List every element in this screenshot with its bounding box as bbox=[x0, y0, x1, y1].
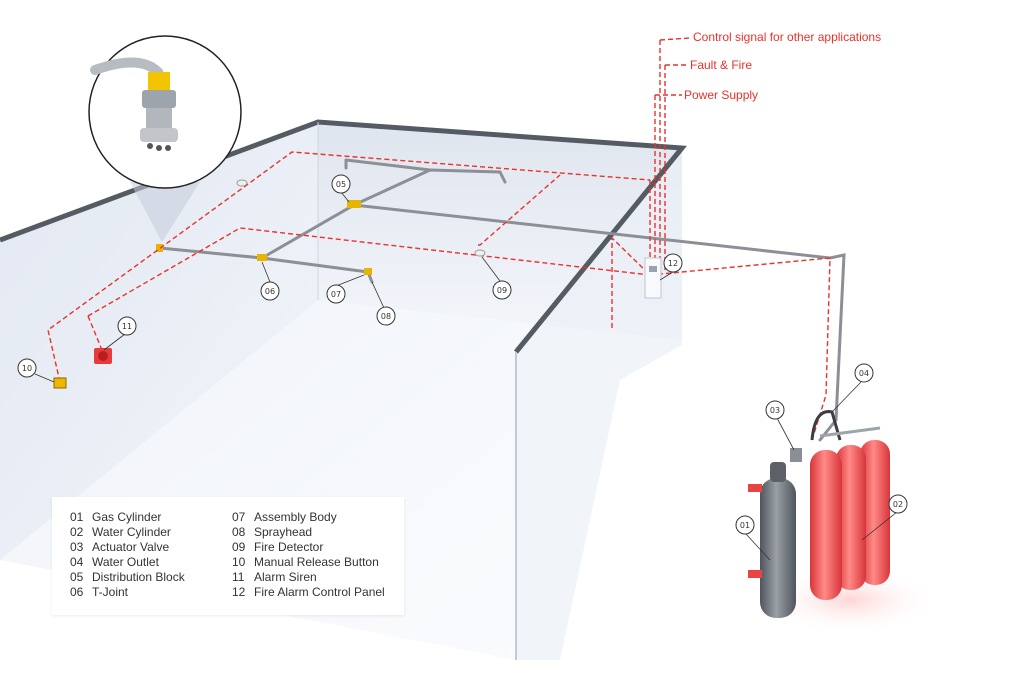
callout-09: 09 bbox=[492, 280, 512, 300]
water-cylinder-1 bbox=[810, 450, 842, 600]
devices bbox=[53, 179, 486, 389]
cylinders bbox=[748, 410, 940, 635]
gas-cylinder bbox=[760, 478, 796, 618]
sprayhead-zoom bbox=[88, 35, 242, 242]
front-wall bbox=[516, 148, 682, 660]
fittings bbox=[156, 200, 372, 275]
callout-leaders bbox=[34, 191, 898, 561]
fire-detector bbox=[474, 249, 486, 257]
svg-text:01: 01 bbox=[740, 521, 750, 530]
pipe-network bbox=[158, 158, 846, 442]
actuator-valve bbox=[790, 448, 802, 462]
svg-text:02: 02 bbox=[893, 500, 903, 509]
distribution-block bbox=[347, 200, 361, 208]
svg-text:11: 11 bbox=[122, 322, 132, 331]
water-cylinder-3 bbox=[860, 440, 890, 585]
callout-08: 08 bbox=[376, 306, 396, 326]
callout-05: 05 bbox=[331, 174, 351, 194]
back-wall-left bbox=[0, 122, 318, 560]
callout-11: 11 bbox=[117, 316, 137, 336]
signal-wiring bbox=[47, 37, 831, 441]
water-outlet bbox=[810, 410, 842, 441]
svg-text:08: 08 bbox=[381, 312, 391, 321]
svg-text:10: 10 bbox=[22, 364, 32, 373]
label-control-signal: Control signal for other applications bbox=[693, 30, 881, 44]
callout-12: 12 bbox=[663, 253, 683, 273]
callout-10: 10 bbox=[17, 358, 37, 378]
svg-text:05: 05 bbox=[336, 180, 346, 189]
svg-text:06: 06 bbox=[265, 287, 275, 296]
svg-text:07: 07 bbox=[331, 290, 341, 299]
fire-detector-2 bbox=[236, 179, 248, 187]
assembly-body bbox=[364, 268, 372, 275]
water-cylinder-2 bbox=[836, 445, 866, 590]
svg-text:12: 12 bbox=[668, 259, 678, 268]
label-power-supply: Power Supply bbox=[684, 88, 758, 102]
alarm-siren bbox=[94, 348, 112, 364]
callouts: 05 06 07 08 09 12 11 10 01 03 04 02 bbox=[17, 174, 908, 535]
callout-04: 04 bbox=[854, 363, 874, 383]
callout-01: 01 bbox=[735, 515, 755, 535]
callout-07: 07 bbox=[326, 284, 346, 304]
svg-text:03: 03 bbox=[770, 406, 780, 415]
callout-06: 06 bbox=[260, 281, 280, 301]
callout-02: 02 bbox=[888, 494, 908, 514]
fire-alarm-control-panel bbox=[644, 257, 662, 299]
svg-text:04: 04 bbox=[859, 369, 869, 378]
t-joint bbox=[257, 254, 267, 261]
manual-release-button bbox=[53, 377, 67, 389]
callout-03: 03 bbox=[765, 400, 785, 420]
label-fault-fire: Fault & Fire bbox=[690, 58, 752, 72]
svg-text:09: 09 bbox=[497, 286, 507, 295]
